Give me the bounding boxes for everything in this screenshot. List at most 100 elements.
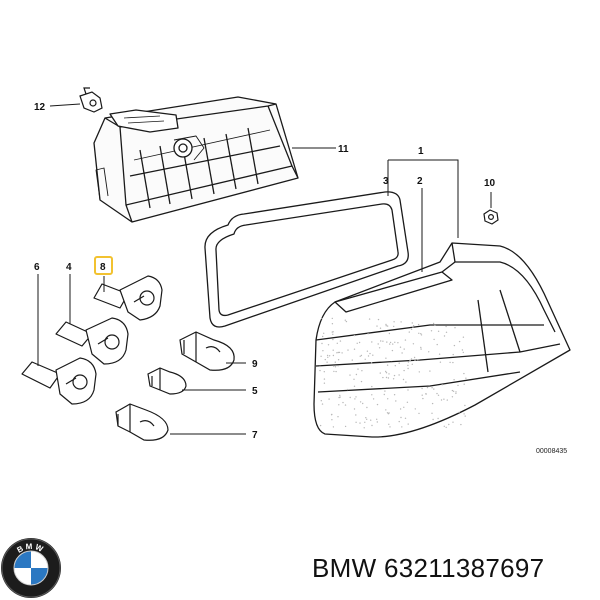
callout-5: 5	[252, 386, 258, 397]
lens-dot	[323, 371, 325, 373]
lens-dot	[336, 342, 338, 344]
lens-dot	[406, 401, 409, 403]
lens-dot	[355, 414, 357, 416]
lens-dot	[437, 417, 439, 420]
lens-dot	[393, 374, 396, 377]
bulb-socket-part-8	[93, 275, 163, 321]
lens-dot	[354, 398, 356, 400]
lens-dot	[411, 322, 413, 324]
lens-dot	[428, 351, 430, 353]
lens-dot	[334, 361, 336, 363]
lens-dot	[371, 385, 373, 388]
lens-dot	[454, 327, 456, 329]
lens-dot	[434, 324, 436, 327]
lens-dot	[461, 349, 464, 351]
lens-dot	[332, 426, 335, 428]
lens-dot	[399, 408, 402, 410]
lens-dot	[437, 394, 440, 396]
lens-dot	[457, 384, 459, 387]
lens-dot	[464, 404, 466, 407]
lens-dot	[431, 387, 433, 389]
nut-part-10	[483, 209, 499, 225]
lens-dot	[401, 426, 403, 428]
lens-dot	[327, 344, 330, 346]
lens-dot	[353, 348, 356, 350]
lens-dot	[379, 327, 382, 329]
lens-dot	[464, 415, 466, 417]
lens-dot	[452, 421, 454, 423]
lens-dot	[422, 397, 424, 400]
lens-dot	[452, 361, 454, 364]
lens-dot	[356, 342, 358, 344]
lens-dot	[328, 398, 330, 400]
lens-dot	[420, 334, 423, 336]
lens-dot	[426, 386, 429, 389]
lens-dot	[407, 361, 410, 363]
lens-dot	[437, 330, 440, 332]
lens-dot	[398, 420, 400, 423]
lens-dot	[400, 416, 402, 419]
lens-dot	[344, 319, 346, 321]
callout-9: 9	[252, 359, 258, 370]
lens-dot	[417, 323, 420, 326]
lens-dot	[322, 350, 324, 352]
lens-dot	[421, 394, 423, 396]
lens-dot	[371, 394, 373, 396]
lens-dot	[339, 340, 342, 342]
lens-dot	[321, 403, 324, 405]
lens-dot	[393, 325, 395, 328]
lens-dot	[331, 419, 333, 421]
callout-6: 6	[34, 262, 40, 273]
lens-dot	[393, 321, 395, 323]
lens-dot	[458, 340, 461, 343]
lens-dot	[453, 344, 456, 347]
part-number-caption: BMW 63211387697	[312, 553, 545, 583]
lens-dot	[420, 333, 422, 335]
leader-lines	[37, 103, 492, 435]
lens-dot	[405, 381, 407, 383]
lens-dot	[361, 370, 363, 372]
lens-dot	[389, 341, 392, 344]
lens-dot	[382, 376, 384, 379]
lens-dot	[443, 425, 445, 427]
lens-dot	[386, 341, 388, 343]
lens-dot	[404, 417, 407, 419]
callout-4: 4	[66, 262, 72, 273]
drawing-code: 00008435	[536, 448, 567, 455]
lens-dot	[376, 403, 379, 406]
callout-2: 2	[417, 176, 423, 187]
lens-dot	[355, 373, 358, 376]
lens-dot	[443, 398, 445, 400]
lens-dot	[452, 353, 454, 356]
lens-dot	[455, 392, 457, 395]
lens-dot	[372, 398, 375, 400]
bulb-part-7	[115, 403, 169, 441]
lens-dot	[339, 396, 341, 398]
lens-dot	[360, 380, 363, 383]
lens-dot	[357, 368, 359, 370]
bulb-part-9	[179, 331, 235, 371]
lens-dot	[331, 331, 333, 333]
lens-dot	[387, 377, 390, 379]
lens-dot	[458, 411, 460, 414]
lens-dot	[407, 367, 409, 370]
clip-part-12	[79, 87, 103, 113]
bulb-part-5	[147, 367, 187, 395]
lens-dot	[386, 412, 389, 414]
lens-dot	[331, 323, 334, 325]
lens-dot	[320, 400, 322, 402]
lens-dot	[332, 338, 334, 341]
lens-dot	[377, 343, 379, 345]
lens-dot	[433, 388, 435, 390]
lens-dot	[387, 398, 389, 400]
gasket-part-3	[204, 191, 409, 328]
lens-dot	[392, 343, 394, 345]
lens-dot	[463, 383, 465, 385]
lens-dot	[339, 394, 341, 397]
lens-dot	[397, 342, 399, 344]
lens-dot	[321, 342, 323, 345]
lens-dot	[349, 396, 351, 399]
leader-1	[388, 159, 459, 238]
lens-dot	[333, 365, 335, 367]
